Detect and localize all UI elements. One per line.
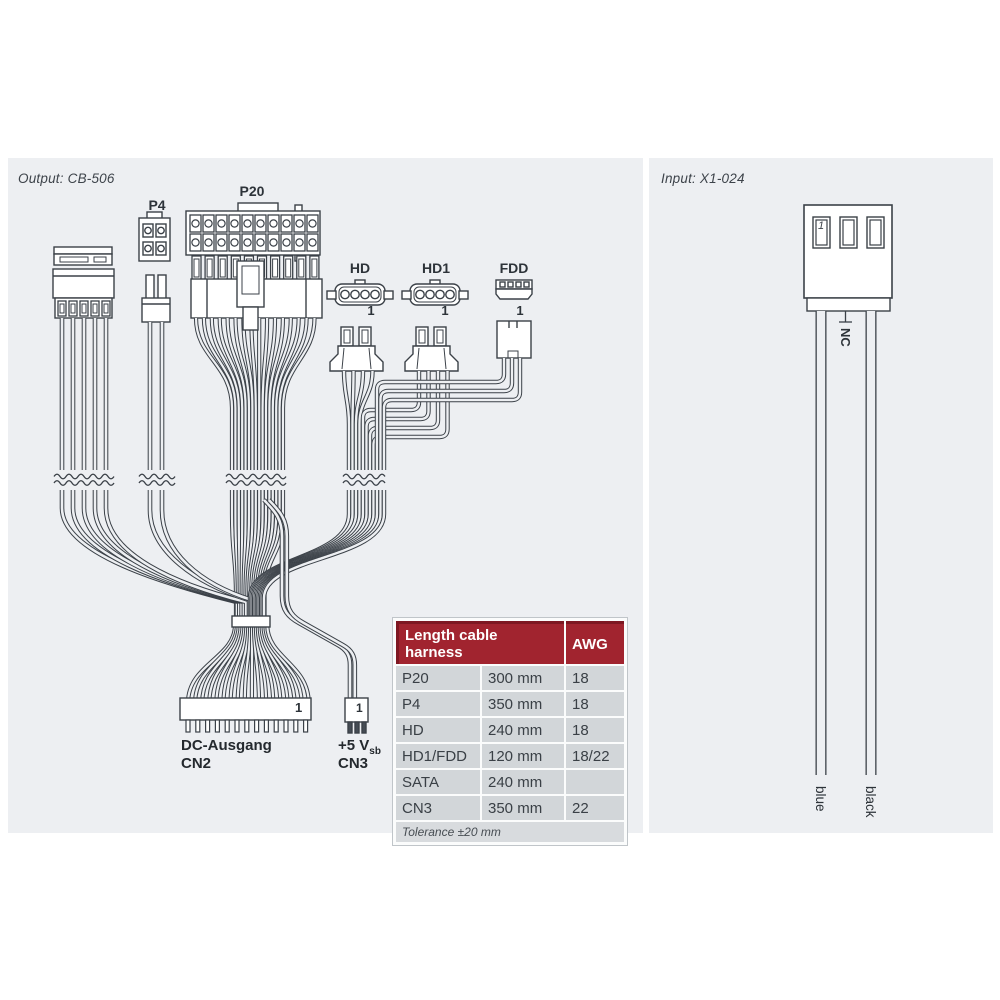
row-length: 350 mm xyxy=(482,692,564,716)
hd1-pin1-marker: 1 xyxy=(441,303,449,318)
row-name: HD1/FDD xyxy=(396,744,480,768)
table-header-length: Length cable harness xyxy=(396,621,564,664)
p4-label: P4 xyxy=(148,197,166,213)
row-awg: 22 xyxy=(566,796,624,820)
row-awg: 18 xyxy=(566,692,624,716)
output-panel: Output: CB-506 P4 P20 HD HD1 FDD 1 1 1 1… xyxy=(8,158,643,845)
p20-label: P20 xyxy=(239,183,265,199)
wire-label-black: black xyxy=(863,786,878,818)
cn3-label-line1: +5 Vsb xyxy=(338,737,381,757)
row-length: 240 mm xyxy=(482,770,564,794)
cn3-label-line2: CN3 xyxy=(338,755,369,772)
cn3-label-sub: sb xyxy=(369,746,381,757)
input-pin1-marker: 1 xyxy=(818,220,825,232)
fdd-connector xyxy=(495,279,533,359)
cn2-label-line1: DC-Ausgang xyxy=(181,737,272,754)
sata-connector xyxy=(52,246,115,319)
input-connector-diagram xyxy=(803,204,893,775)
row-awg: 18 xyxy=(566,666,624,690)
row-awg: 18/22 xyxy=(566,744,624,768)
row-awg: 18 xyxy=(566,718,624,742)
p20-connector xyxy=(185,202,323,319)
row-length: 120 mm xyxy=(482,744,564,768)
row-name: P4 xyxy=(396,692,480,716)
cn3-connector xyxy=(344,697,369,734)
hd1-connector xyxy=(401,279,469,372)
wire-label-blue: blue xyxy=(813,786,828,812)
nc-label: NC xyxy=(838,328,853,347)
p4-connector xyxy=(138,211,171,323)
row-name: CN3 xyxy=(396,796,480,820)
input-panel: Input: X1-024 1 NC blue black xyxy=(649,158,993,833)
table-footer-row: Tolerance ±20 mm xyxy=(396,822,624,842)
wire-bundles xyxy=(59,317,523,704)
row-name: HD xyxy=(396,718,480,742)
fdd-pin1-marker: 1 xyxy=(516,303,524,318)
table-header-row: Length cable harness AWG xyxy=(396,621,624,664)
input-title: Input: X1-024 xyxy=(661,171,745,186)
hd-label: HD xyxy=(349,260,371,276)
cn2-label-line2: CN2 xyxy=(181,755,212,772)
cable-break-marks xyxy=(52,470,389,490)
row-length: 300 mm xyxy=(482,666,564,690)
fdd-label: FDD xyxy=(499,260,529,276)
cable-tie xyxy=(231,615,271,628)
row-length: 240 mm xyxy=(482,718,564,742)
hd-pin1-marker: 1 xyxy=(367,303,375,318)
output-title: Output: CB-506 xyxy=(18,171,115,186)
row-name: SATA xyxy=(396,770,480,794)
hd1-label: HD1 xyxy=(421,260,451,276)
table-header-awg: AWG xyxy=(566,621,624,664)
row-name: P20 xyxy=(396,666,480,690)
cn3-pin1-marker: 1 xyxy=(356,701,363,715)
table-tolerance-note: Tolerance ±20 mm xyxy=(396,822,624,842)
row-length: 350 mm xyxy=(482,796,564,820)
input-wires xyxy=(815,311,877,775)
cn3-label-main: +5 V xyxy=(338,737,370,754)
cn2-pin1-marker: 1 xyxy=(295,700,303,715)
hd-connector xyxy=(326,279,394,372)
harness-diagram xyxy=(52,202,533,734)
input-connector xyxy=(803,204,893,312)
cn2-connector xyxy=(179,697,312,733)
p20-latch-foot xyxy=(242,306,259,331)
row-awg xyxy=(566,770,624,794)
